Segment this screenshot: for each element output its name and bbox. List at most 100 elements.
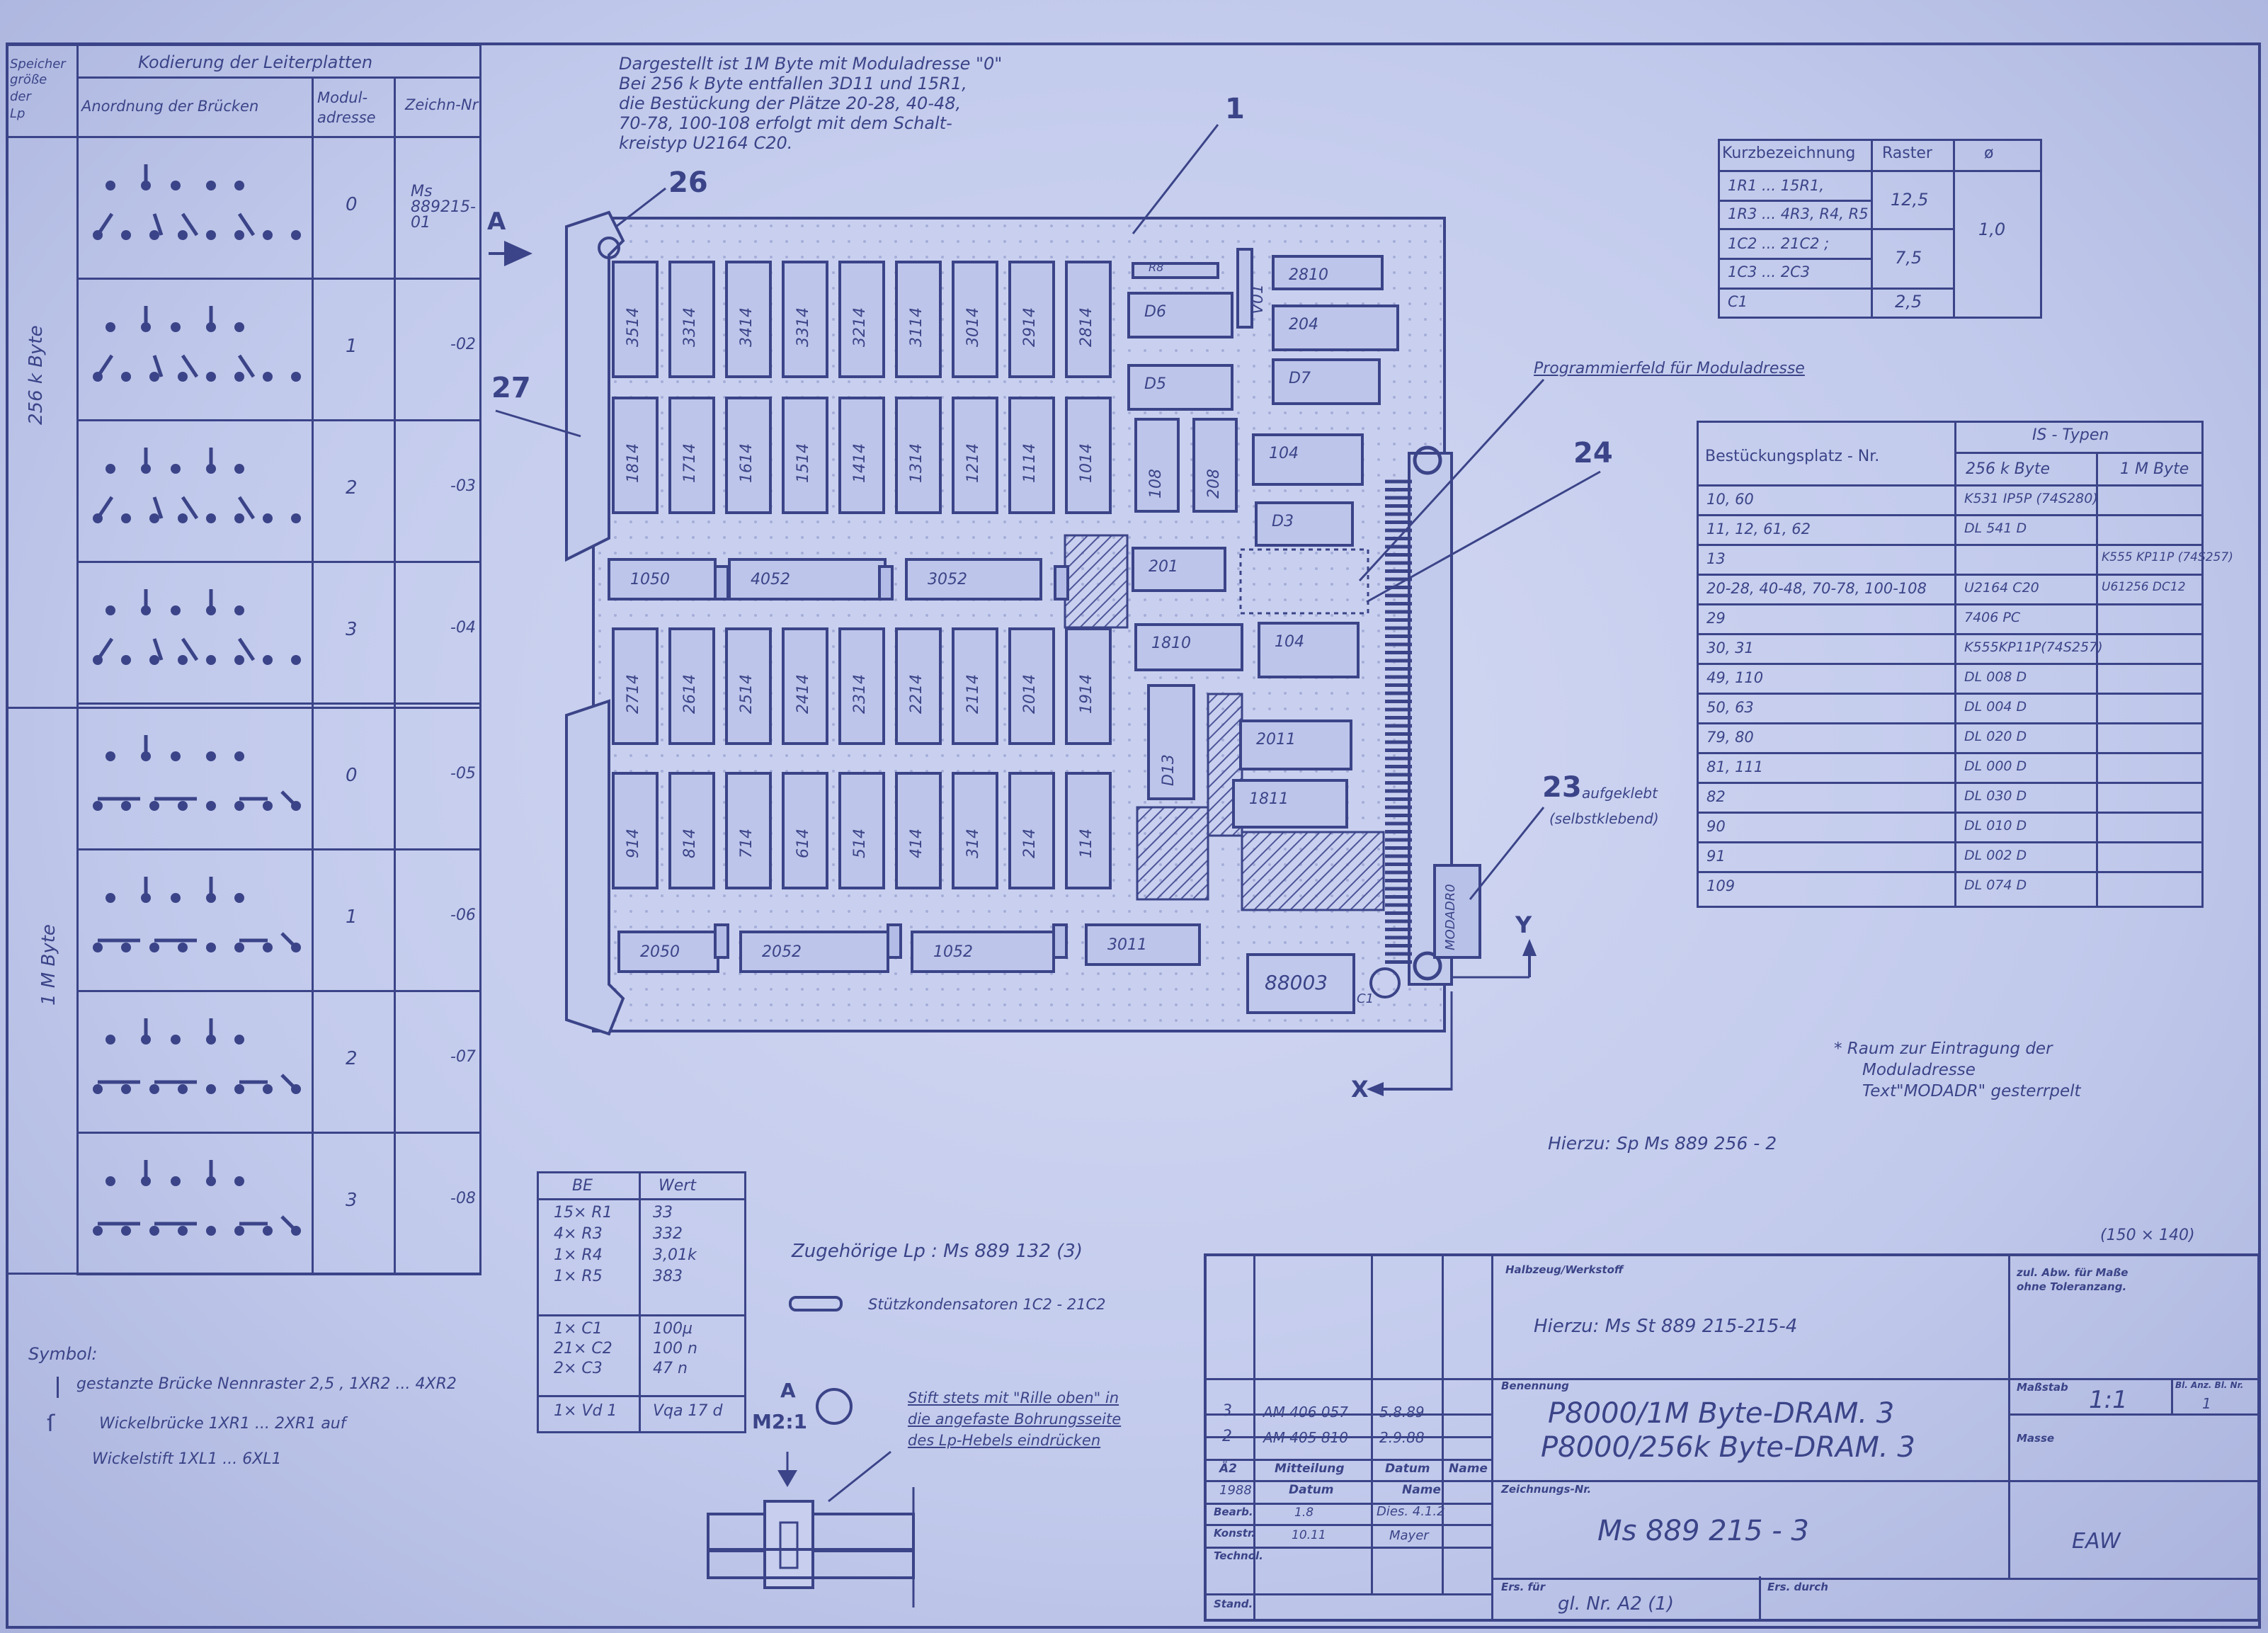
coding-addr: 3 xyxy=(346,1190,358,1211)
chip-label: 1914 xyxy=(1078,674,1095,714)
chip-label: D7 xyxy=(1289,370,1311,387)
raum-note: Text"MODADR" gesterrpelt xyxy=(1862,1082,2081,1100)
board-lever-bottom xyxy=(565,699,625,1036)
tb-bnr: 1 xyxy=(2202,1395,2211,1412)
raster-cell: 1R3 ... 4R3, R4, R5 xyxy=(1728,205,1869,222)
chip-label: 2314 xyxy=(851,674,869,714)
row-divider xyxy=(76,561,481,563)
chip-label: 204 xyxy=(1289,316,1318,334)
row-divider xyxy=(1697,514,2204,516)
chip-label: 3052 xyxy=(928,571,967,588)
coding-addr: 1 xyxy=(346,906,358,928)
hdr-speicher-4: Lp xyxy=(10,106,25,121)
coding-addr: 2 xyxy=(346,477,358,499)
coding-nr: -05 xyxy=(450,765,476,783)
row-divider xyxy=(1697,663,2204,665)
chip-label: 2052 xyxy=(762,943,802,961)
bridge-arrangement xyxy=(93,877,301,952)
note-line: 70-78, 100-108 erfolgt mit dem Schalt- xyxy=(619,113,952,133)
bridge-arrangement xyxy=(93,306,301,382)
bridge-arrangement xyxy=(93,164,301,240)
row-divider xyxy=(1697,841,2204,843)
tb-role: Stand. xyxy=(1214,1598,1253,1610)
be-cell: Vqa 17 d xyxy=(653,1402,723,1420)
row-divider xyxy=(1697,544,2204,546)
be-cell: 47 n xyxy=(653,1360,688,1377)
connector-pins xyxy=(1385,479,1412,964)
logic-chip xyxy=(1127,364,1233,411)
callout-24: 24 xyxy=(1573,437,1613,470)
coding-addr: 1 xyxy=(346,336,358,357)
prog-field-label: Programmierfeld für Moduladresse xyxy=(1534,360,1805,377)
logic-chip xyxy=(1232,779,1348,829)
dram-chip xyxy=(612,627,659,745)
capacitor-block xyxy=(617,931,719,973)
rev-h: Ä2 xyxy=(1219,1462,1237,1476)
raster-cell: C1 xyxy=(1728,293,1748,310)
dram-chip xyxy=(895,397,942,514)
row-divider xyxy=(1697,812,2204,814)
dram-chip xyxy=(782,261,828,378)
symbol-line2b: Wickelstift 1XL1 ... 6XL1 xyxy=(92,1450,282,1468)
raster-cell: 12,5 xyxy=(1891,190,1929,210)
raster-cell: 2,5 xyxy=(1895,292,1922,312)
types-cell: K555 KP11P (74S257) xyxy=(2102,550,2233,564)
raster-h-kurz: Kurzbezeichnung xyxy=(1722,144,1856,162)
types-h2: IS - Typen xyxy=(2032,426,2109,444)
coding-nr: -07 xyxy=(450,1048,476,1066)
arrow-a-icon xyxy=(504,241,532,266)
types-cell: K531 IP5P (74S280) xyxy=(1964,491,2098,506)
hdr-speicher-3: der xyxy=(10,89,31,104)
tb-ers-durch: Ers. durch xyxy=(1767,1581,1828,1593)
symbol-title: Symbol: xyxy=(28,1344,98,1364)
logic-chip xyxy=(1272,255,1384,290)
chip-label: 2050 xyxy=(640,943,680,961)
coding-nr: -03 xyxy=(450,477,476,495)
resistor-array xyxy=(1136,806,1209,901)
dram-chip xyxy=(952,627,998,745)
dram-chip xyxy=(725,261,772,378)
dram-chip xyxy=(895,772,942,889)
logic-chip xyxy=(1132,547,1226,592)
chip-label: C1 xyxy=(1357,991,1374,1006)
dram-chip xyxy=(612,261,659,378)
types-cell: 13 xyxy=(1706,550,1726,567)
tb-blatt: Bl. Anz. Bl. Nr. xyxy=(2175,1380,2244,1390)
rev-date: 2.9.88 xyxy=(1379,1429,1425,1446)
symbol-line1: gestanzte Brücke Nennraster 2,5 , 1XR2 .… xyxy=(76,1375,457,1393)
raster-h-raster: Raster xyxy=(1882,144,1932,162)
zugehoerige-lp: Zugehörige Lp : Ms 889 132 (3) xyxy=(792,1241,1083,1262)
tb-role-val: 1.8 xyxy=(1294,1506,1314,1520)
chip-label: 214 xyxy=(1021,829,1039,858)
dram-chip xyxy=(1008,627,1055,745)
tb-hierzu: Hierzu: Ms St 889 215-215-4 xyxy=(1534,1316,1798,1337)
chip-label: 1814 xyxy=(625,443,642,483)
raster-cell: 1R1 ... 15R1, xyxy=(1728,177,1825,194)
tb-halbzeug: Halbzeug/Werkstoff xyxy=(1505,1263,1624,1276)
capacitor-block xyxy=(608,558,717,601)
chip-label: 1114 xyxy=(1021,443,1039,483)
chip-label: 514 xyxy=(851,829,869,858)
types-cell: DL 008 D xyxy=(1964,669,2027,685)
coding-nr: -06 xyxy=(450,906,476,924)
chip-label: 3014 xyxy=(964,307,982,347)
leader-26 xyxy=(615,187,666,228)
dram-chip xyxy=(1065,261,1112,378)
chip-label: 2514 xyxy=(738,674,756,714)
chip-label: D3 xyxy=(1272,513,1294,530)
axis-x-arrow-icon xyxy=(1367,1082,1384,1096)
types-cell: DL 030 D xyxy=(1964,788,2027,804)
types-cell: 11, 12, 61, 62 xyxy=(1706,520,1811,537)
types-cell: U2164 C20 xyxy=(1964,580,2039,596)
chip-label: V01 xyxy=(1249,283,1267,314)
row-divider xyxy=(1697,693,2204,695)
hdr-anordnung: Anordnung der Brücken xyxy=(81,98,259,115)
chip-label: 1811 xyxy=(1249,790,1289,808)
chip-label: D6 xyxy=(1144,303,1166,321)
mount-hole xyxy=(598,237,620,259)
rev-idx: 3 xyxy=(1222,1402,1232,1420)
logic-chip xyxy=(1258,622,1360,678)
capacitor-symbol-icon xyxy=(789,1296,843,1311)
coding-nr: -04 xyxy=(450,619,476,637)
hdr-speicher: Speicher xyxy=(10,57,66,72)
